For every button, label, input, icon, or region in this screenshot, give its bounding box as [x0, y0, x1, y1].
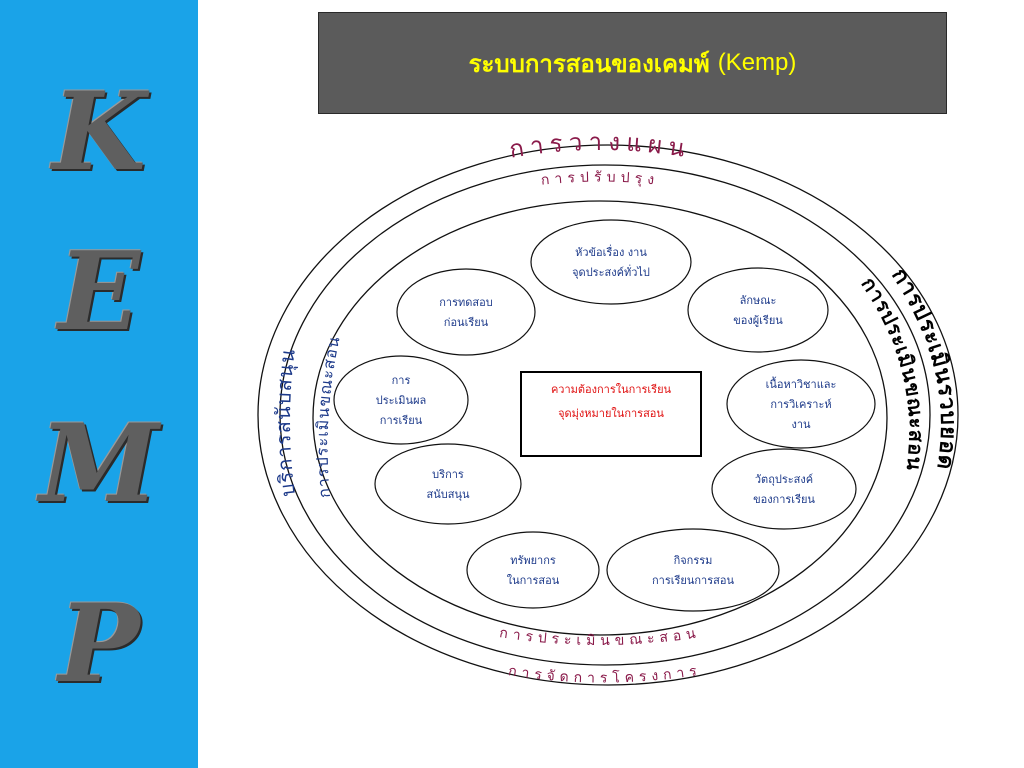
node-learning-objectives-ellipse [711, 448, 857, 530]
sidebar: K E M P [0, 0, 198, 768]
node-subject-content-task-analysis-label: การวิเคราะห์ [770, 398, 831, 411]
node-instructional-resources-label: ในการสอน [507, 574, 560, 587]
node-topic-general-objectives-ellipse [530, 219, 692, 305]
node-instructional-resources-ellipse [466, 531, 600, 609]
node-pretest-label: ก่อนเรียน [444, 316, 489, 329]
outer-ring [257, 144, 959, 686]
center-box [520, 371, 702, 457]
node-support-services-ellipse [374, 443, 522, 525]
center-line-2: จุดมุ่งหมายในการสอน [558, 407, 664, 420]
sidebar-letter-m: M [39, 401, 159, 527]
node-subject-content-task-analysis-label: งาน [791, 418, 811, 431]
middle-ring [279, 164, 931, 666]
inner-ring [312, 200, 888, 636]
sidebar-letter-k: K [52, 69, 146, 195]
node-learning-objectives-label: ของการเรียน [753, 493, 815, 506]
node-topic-general-objectives-label: หัวข้อเรื่อง งาน [575, 244, 647, 259]
node-learning-objectives: วัตถุประสงค์ของการเรียน [711, 448, 857, 530]
node-teaching-activities-ellipse [606, 528, 780, 612]
node-teaching-activities-label: กิจกรรม [673, 554, 712, 567]
node-instructional-resources-label: ทรัพยากร [510, 554, 556, 567]
ring-label-planning: การวางแผน [507, 128, 692, 164]
page-title: ระบบการสอนของเคมพ์ [468, 49, 710, 78]
node-pretest-ellipse [396, 268, 536, 356]
center-line-1: ความต้องการในการเรียน [551, 383, 672, 396]
sidebar-letter-e: E [57, 229, 141, 355]
node-learner-characteristics-ellipse [687, 267, 829, 353]
ring-label-support-services: บริการสนับสนุน [271, 347, 300, 498]
ring-label-project-management: การจัดการโครงการ [507, 663, 703, 687]
node-teaching-activities-label: การเรียนการสอน [652, 574, 734, 587]
ring-label-revision: การปรับปรุง [540, 169, 660, 188]
nodes: หัวข้อเรื่อง งานจุดประสงค์ทั่วไปลักษณะขอ… [333, 219, 876, 612]
node-evaluation-label: การ [392, 374, 411, 387]
node-support-services-label: สนับสนุน [427, 488, 470, 501]
node-support-services: บริการสนับสนุน [374, 443, 522, 525]
title-box: ระบบการสอนของเคมพ์ (Kemp) [318, 12, 947, 114]
node-learner-characteristics-label: ของผู้เรียน [733, 314, 783, 327]
node-topic-general-objectives-label: จุดประสงค์ทั่วไป [572, 264, 650, 279]
node-evaluation-ellipse [333, 355, 469, 445]
sidebar-letter-p: P [58, 581, 140, 707]
node-learning-objectives-label: วัตถุประสงค์ [755, 473, 813, 486]
node-subject-content-task-analysis-ellipse [726, 359, 876, 449]
page-title-english: (Kemp) [717, 49, 797, 76]
node-evaluation-label: ประเมินผล [376, 394, 427, 407]
node-pretest-label: การทดสอบ [439, 296, 492, 309]
node-support-services-label: บริการ [432, 468, 464, 481]
node-evaluation-label: การเรียน [380, 414, 423, 427]
node-subject-content-task-analysis-label: เนื้อหาวิชาและ [766, 376, 837, 391]
node-learner-characteristics-label: ลักษณะ [740, 294, 777, 307]
